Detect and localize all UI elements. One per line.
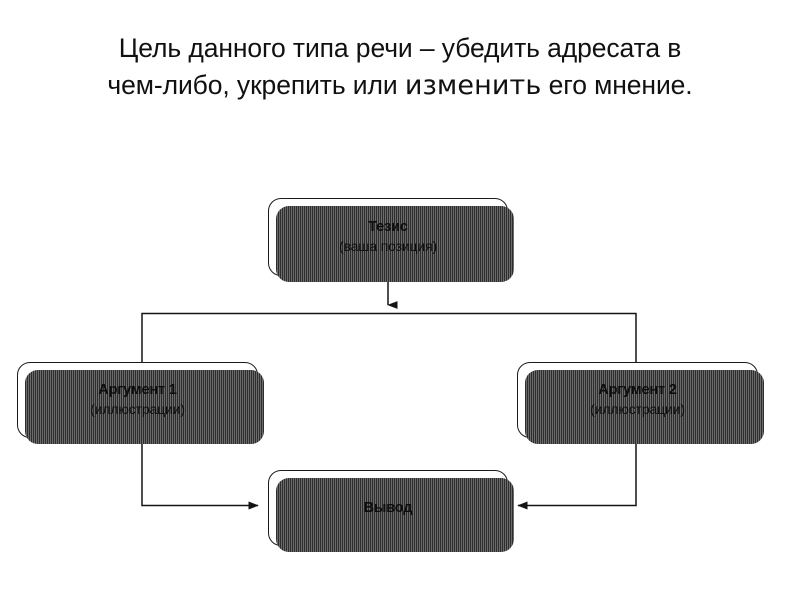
title-line-2-text-after: его мнение. — [541, 70, 693, 100]
node-conclusion[interactable]: Вывод — [268, 470, 514, 552]
node-argument-2[interactable]: Аргумент 2 (иллюстрации) — [517, 362, 764, 444]
node-argument-1-subtitle: (иллюстрации) — [90, 401, 185, 417]
node-argument-1[interactable]: Аргумент 1 (иллюстрации) — [17, 362, 264, 444]
node-thesis-title: Тезис — [368, 219, 408, 235]
node-argument-2-title: Аргумент 2 — [598, 382, 677, 398]
title-line-2: чем-либо, укрепить или изменить его мнен… — [30, 67, 770, 104]
page-title: Цель данного типа речи – убедить адресат… — [30, 30, 770, 104]
node-thesis-subtitle: (ваша позиция) — [338, 238, 438, 254]
node-argument-1-title: Аргумент 1 — [98, 382, 177, 398]
node-conclusion-title: Вывод — [363, 499, 413, 516]
title-line-2-text-before: чем-либо, укрепить или — [107, 70, 405, 100]
connector-argument-2-to-conclusion — [517, 438, 637, 510]
title-line-1: Цель данного типа речи – убедить адресат… — [118, 33, 682, 63]
title-emphasis-word: изменить — [404, 70, 542, 101]
node-argument-2-subtitle: (иллюстрации) — [590, 401, 685, 417]
node-thesis[interactable]: Тезис (ваша позиция) — [268, 198, 514, 282]
connector-argument-1-to-conclusion — [141, 438, 259, 510]
